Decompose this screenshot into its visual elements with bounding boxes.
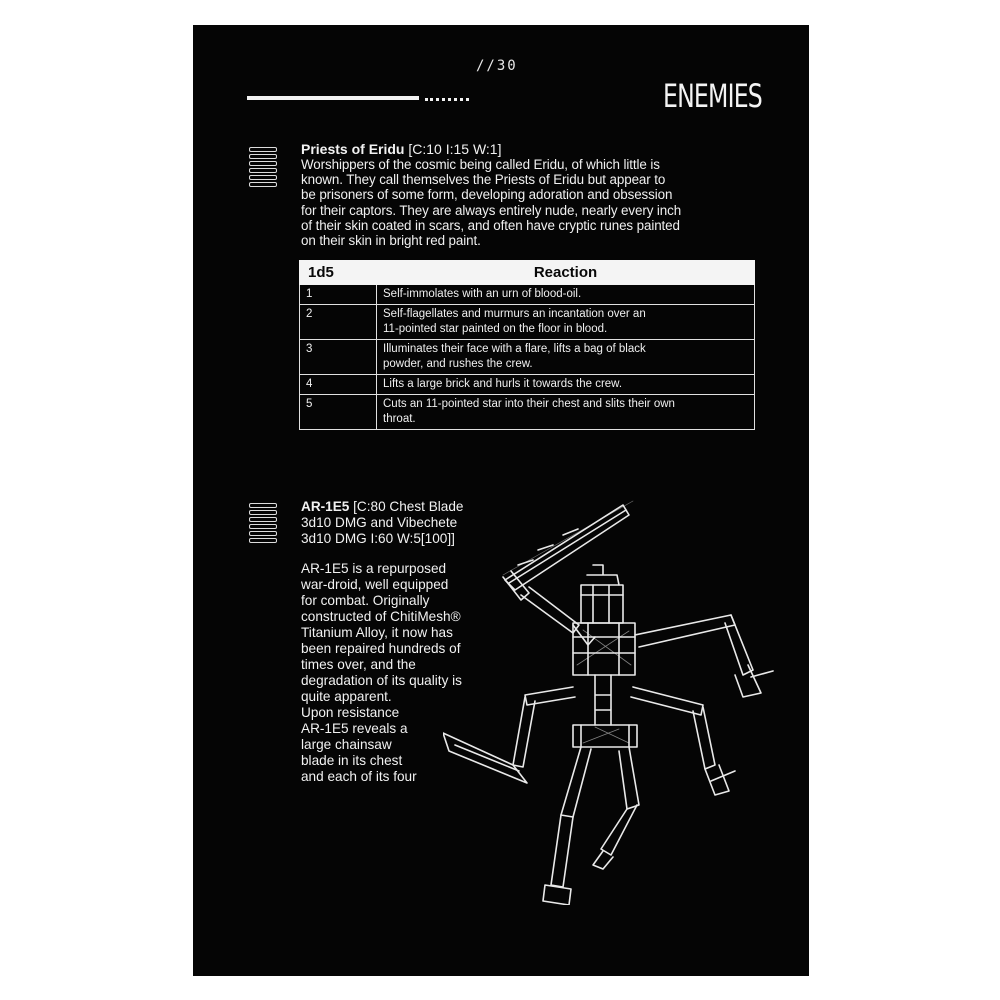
droid-description-line: for combat. Originally <box>301 593 430 608</box>
reaction-text-line: Lifts a large brick and hurls it towards… <box>383 378 623 390</box>
page-number: //30 <box>476 58 518 74</box>
table-row: 1 Self-immolates with an urn of blood-oil… <box>299 284 755 305</box>
droid-description-line: constructed of ChitiMesh® <box>301 609 461 624</box>
table-header-reaction: Reaction <box>376 260 755 285</box>
table-row: 2 Self-flagellates and murmurs an incanta… <box>299 304 755 340</box>
table-cell-reaction: Illuminates their face with a flare, lif… <box>376 339 755 375</box>
droid-description-line: AR-1E5 is a repurposed <box>301 561 447 576</box>
table-cell-die: 3 <box>299 339 377 375</box>
priests-description-line: Worshippers of the cosmic being called E… <box>301 157 660 172</box>
droid-description-line: AR-1E5 reveals a <box>301 721 408 736</box>
table-cell-reaction: Cuts an 11-pointed star into their chest… <box>376 394 755 430</box>
table-row: 4 Lifts a large brick and hurls it towar… <box>299 374 755 395</box>
header-rule-bar <box>247 96 419 100</box>
priests-stats: [C:10 I:15 W:1] <box>404 141 502 157</box>
priests-description-line: known. They call themselves the Priests … <box>301 172 666 188</box>
coil-bullet-icon <box>249 147 277 189</box>
droid-description-line: Titanium Alloy, it now has <box>301 625 453 640</box>
coil-bullet-icon <box>249 503 277 545</box>
priests-description-line: of their skin coated in scars, and often… <box>301 217 680 233</box>
droid-stats: [C:80 Chest Blade <box>349 499 464 514</box>
priests-heading: Priests of Eridu [C:10 I:15 W:1] <box>301 141 771 157</box>
droid-description-line: and each of its four <box>301 769 417 784</box>
table-cell-reaction: Self-flagellates and murmurs an incantat… <box>376 304 755 340</box>
rulebook-page: //30 ENEMIES Priests of Eridu [C:10 I:15… <box>193 25 809 976</box>
reaction-text-line: powder, and rushes the crew. <box>383 358 533 370</box>
priests-description: Worshippers of the cosmic being called E… <box>301 157 771 248</box>
table-cell-reaction: Lifts a large brick and hurls it towards… <box>376 374 755 395</box>
war-droid-sketch-illustration <box>443 500 774 905</box>
droid-description-line: war-droid, well equipped <box>301 577 449 592</box>
priests-name: Priests of Eridu <box>301 141 405 157</box>
priests-description-line: for their captors. They are always entir… <box>301 202 682 218</box>
droid-description-line: Upon resistance <box>301 705 400 720</box>
droid-description-line: quite apparent. <box>301 689 392 704</box>
table-cell-die: 1 <box>299 284 377 305</box>
table-cell-die: 5 <box>299 394 377 430</box>
droid-description-line: degradation of its quality is <box>301 673 462 688</box>
reaction-text-line: 11-pointed star painted on the floor in … <box>383 323 608 335</box>
priests-description-line: on their skin in bright red paint. <box>301 233 481 249</box>
header-rule-dots <box>425 98 469 101</box>
table-row: 3 Illuminates their face with a flare, li… <box>299 339 755 375</box>
reaction-table: 1d5 Reaction 1 Self-immolates with an urn… <box>299 260 755 430</box>
priests-description-line: be prisoners of some form, developing ad… <box>301 187 673 203</box>
droid-description-line: been repaired hundreds of <box>301 641 461 656</box>
reaction-table-header: 1d5 Reaction <box>299 260 755 285</box>
reaction-text-line: Cuts an 11-pointed star into their chest… <box>383 398 675 410</box>
droid-name: AR-1E5 <box>301 499 350 514</box>
section-title: ENEMIES <box>663 77 763 115</box>
reaction-text-line: Illuminates their face with a flare, lif… <box>383 343 646 355</box>
reaction-text-line: Self-immolates with an urn of blood-oil. <box>383 288 582 300</box>
droid-stats: 3d10 DMG I:60 W:5[100]] <box>301 531 455 546</box>
table-row: 5 Cuts an 11-pointed star into their ches… <box>299 394 755 430</box>
table-header-die: 1d5 <box>299 260 377 285</box>
droid-stats: 3d10 DMG and Vibechete <box>301 515 458 530</box>
table-cell-die: 2 <box>299 304 377 340</box>
table-cell-reaction: Self-immolates with an urn of blood-oil. <box>376 284 755 305</box>
reaction-text-line: Self-flagellates and murmurs an incantat… <box>383 308 646 320</box>
droid-description-line: large chainsaw <box>301 737 392 752</box>
table-cell-die: 4 <box>299 374 377 395</box>
reaction-text-line: throat. <box>383 413 416 425</box>
droid-description-line: blade in its chest <box>301 753 403 768</box>
droid-description-line: times over, and the <box>301 657 416 672</box>
droid-heading-line: AR-1E5 [C:80 Chest Blade <box>301 499 511 515</box>
